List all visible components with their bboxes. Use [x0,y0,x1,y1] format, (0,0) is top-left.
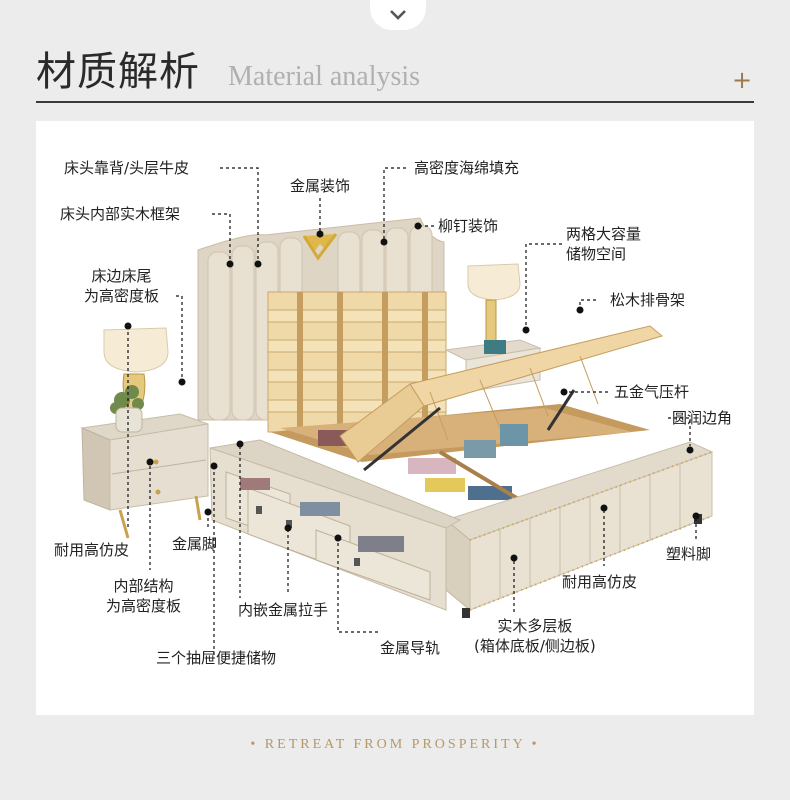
plus-icon[interactable]: + [732,66,753,94]
label-headboard-leather: 床头靠背/头层牛皮 [64,159,190,177]
section-title: 材质解析 [36,49,200,95]
label-bedside-tail: 床边床尾为高密度板 [84,267,160,305]
label-plywood: 实木多层板(箱体底板/侧边板) [474,617,596,655]
storage-box [270,325,664,502]
label-handle: 内嵌金属拉手 [238,601,329,619]
label-inner-structure: 内部结构为高密度板 [106,577,182,615]
left-nightstand [80,413,209,539]
section-subtitle: Material analysis [228,61,421,92]
label-rail: 金属导轨 [380,639,441,657]
label-slats: 松木排骨架 [610,291,686,309]
label-leather-right: 耐用高仿皮 [562,573,638,591]
label-storage: 两格大容量储物空间 [566,225,642,263]
leader-dots [124,222,700,562]
top-tab[interactable] [370,0,426,30]
label-metal-decor: 金属装饰 [290,177,351,195]
label-metal-foot: 金属脚 [172,535,218,553]
label-leather-left: 耐用高仿皮 [54,541,130,559]
drawer-rail [209,439,462,611]
left-lamp [103,327,169,433]
chevron-down-icon [390,10,406,20]
title-divider [36,101,754,103]
label-sponge: 高密度海绵填充 [414,159,520,177]
right-side-rail [444,441,714,618]
label-plastic-foot: 塑料脚 [666,545,712,563]
label-rounded-corner: 圆润边角 [672,409,733,427]
label-drawers: 三个抽屉便捷储物 [156,649,277,667]
label-headboard-frame: 床头内部实木框架 [60,205,181,223]
label-gas-strut: 五金气压杆 [614,383,690,401]
pine-slats [267,291,447,433]
footer-slogan: • RETREAT FROM PROSPERITY • [250,737,540,752]
label-rivet: 柳钉装饰 [438,217,499,235]
